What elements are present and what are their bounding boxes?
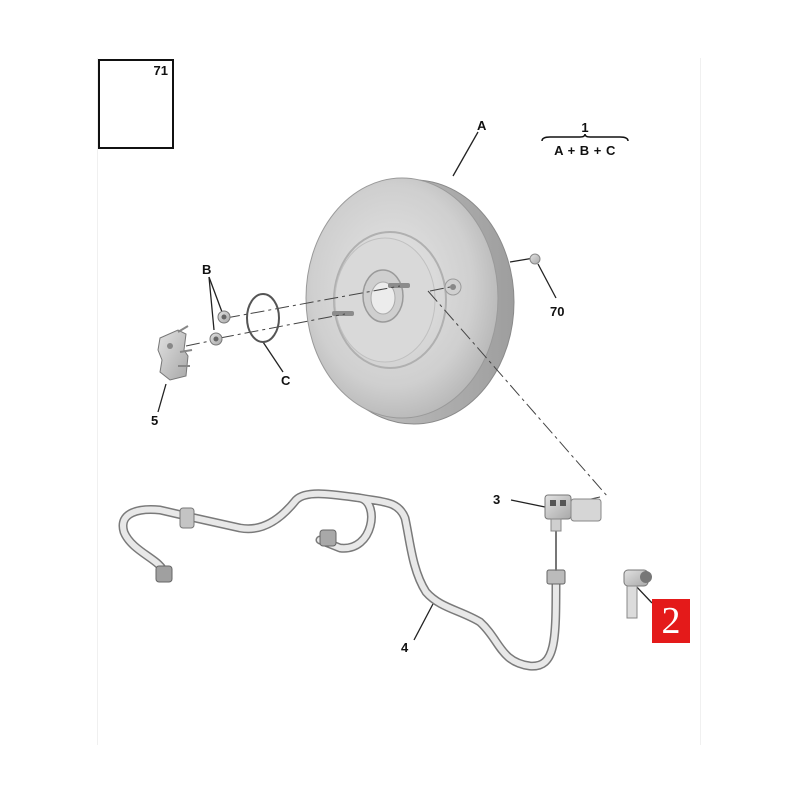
- assembly-ref: 1: [581, 120, 589, 135]
- elbow-connector: [623, 569, 652, 619]
- nuts: [209, 310, 231, 346]
- brace-icon: [541, 134, 629, 142]
- assembly-composition: A + B + C: [554, 143, 616, 158]
- brake-booster: [305, 177, 515, 425]
- assembly-legend: 1 A + B + C: [540, 120, 630, 158]
- callout-C: C: [281, 373, 291, 388]
- callout-70: 70: [550, 304, 565, 319]
- vacuum-hose: [118, 489, 566, 671]
- inset-part-71: 71: [98, 59, 174, 149]
- leader-lines: [157, 131, 653, 641]
- o-ring-seal: [246, 293, 280, 343]
- callout-A: A: [477, 118, 487, 133]
- callout-4: 4: [401, 640, 409, 655]
- bracket: [157, 325, 193, 381]
- callout-5: 5: [151, 413, 159, 428]
- small-nut: [529, 253, 541, 265]
- callout-B: B: [202, 262, 212, 277]
- highlight-badge-2: 2: [652, 599, 690, 643]
- vacuum-sensor: [544, 494, 602, 532]
- diagram-frame: [97, 58, 701, 745]
- callout-3: 3: [493, 492, 501, 507]
- callout-71: 71: [153, 63, 168, 78]
